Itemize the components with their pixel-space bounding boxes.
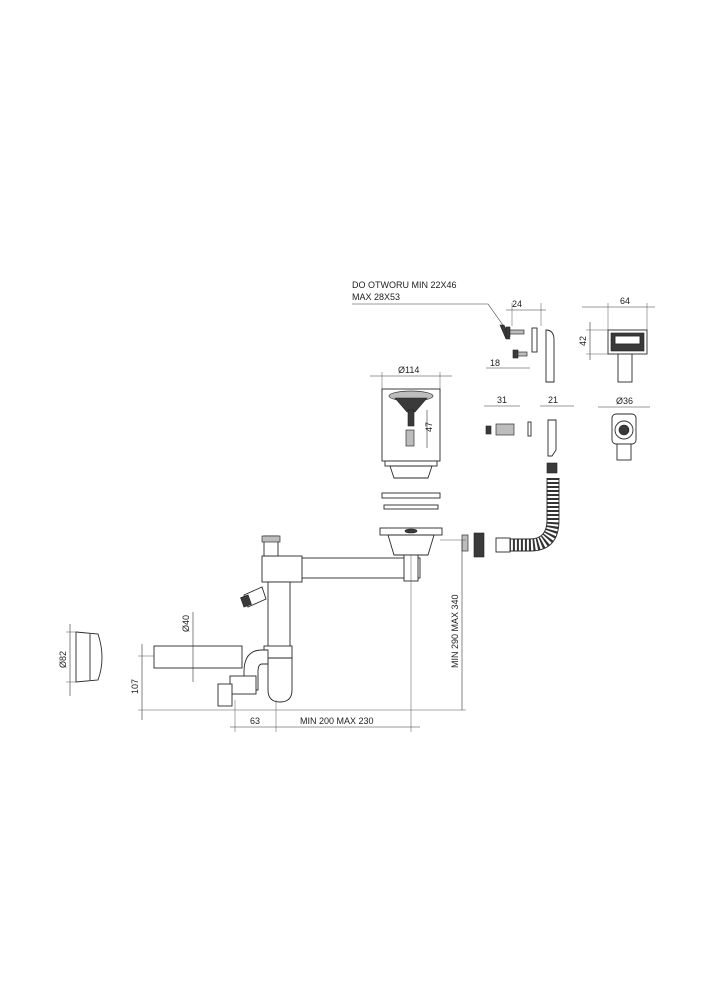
strainer-diameter-label: Ø114 — [398, 365, 419, 375]
strainer-stem-label: 47 — [424, 422, 434, 432]
horizontal-branch-pipe — [299, 557, 421, 579]
hole-note-line1: DO OTWORU MIN 22X46 — [352, 280, 457, 290]
outlet-nut — [229, 675, 257, 695]
strainer-outlet — [387, 534, 435, 556]
screw-shaft — [517, 351, 528, 357]
strainer-washer-1 — [381, 492, 441, 499]
strainer-ring-bottom — [389, 465, 433, 479]
overflow-hose — [461, 478, 560, 558]
overflow-gasket — [531, 327, 538, 353]
trap-assembly: Ø40 — [153, 535, 421, 707]
plug-nut — [546, 462, 558, 474]
nut-and-plug: 31 21 — [484, 395, 574, 474]
connector-hole — [618, 424, 630, 436]
overflow-width-label: 24 — [512, 299, 522, 309]
plug-body — [547, 419, 557, 457]
overflow-box-width-label: 64 — [620, 296, 630, 306]
screw-head — [512, 349, 519, 359]
hose-washer — [461, 534, 469, 552]
strainer-cone — [394, 397, 428, 413]
strainer-stem-bottom — [405, 429, 415, 447]
overflow-housing — [545, 329, 555, 383]
hole-note-leader — [352, 303, 506, 329]
cap-diameter-label: Ø82 — [58, 651, 68, 668]
strainer-basket: Ø114 47 — [370, 365, 452, 556]
overall-dimensions: 107 MIN 290 MAX 340 63 MIN 200 MAX 230 — [130, 539, 466, 732]
horizontal-range-label: MIN 200 MAX 230 — [300, 716, 374, 726]
end-cap: Ø82 — [58, 624, 103, 696]
outlet-pipe — [153, 645, 243, 669]
strainer-stem-top — [407, 409, 415, 427]
vertical-range-label: MIN 290 MAX 340 — [450, 594, 460, 668]
connector-spigot — [616, 443, 632, 461]
hose-inner-edge — [510, 478, 548, 540]
nut-width-label: 31 — [497, 395, 507, 405]
trap-offset-label: 63 — [250, 716, 260, 726]
strainer-washer-2 — [383, 504, 439, 510]
outlet-elbow — [217, 683, 233, 707]
nut-thread — [495, 423, 515, 436]
outlet-height-label: 107 — [130, 679, 140, 694]
trap-bottle — [267, 657, 293, 703]
plug-width-label: 21 — [548, 395, 558, 405]
overflow-box: 64 42 — [578, 296, 655, 383]
connector: Ø36 — [598, 396, 650, 461]
tee-fitting — [261, 555, 303, 583]
pipe-diameter-label: Ø40 — [181, 615, 191, 632]
end-cap-body — [75, 631, 103, 683]
overflow-box-window — [614, 335, 641, 345]
hose-corrugation — [510, 478, 559, 551]
strainer-ring-top — [384, 460, 438, 467]
screw-length-label: 18 — [490, 358, 500, 368]
overflow-bolt-head — [505, 326, 511, 338]
nut-small — [485, 425, 492, 435]
trap-vertical-pipe — [267, 581, 291, 649]
hose-end-fitting — [495, 537, 511, 553]
hole-note-line2: MAX 28X53 — [352, 292, 400, 302]
side-connector-nut — [240, 594, 252, 608]
hose-outer-edge — [510, 478, 560, 552]
tee-top-ring — [261, 535, 281, 543]
overflow-box-pipe — [617, 353, 633, 383]
connector-diameter-label: Ø36 — [616, 396, 633, 406]
hole-note: DO OTWORU MIN 22X46 MAX 28X53 — [352, 280, 506, 329]
overflow-cover-parts: 24 18 — [486, 299, 555, 383]
overflow-box-height-label: 42 — [578, 336, 588, 346]
strainer-center-screw — [404, 528, 418, 534]
plug-washer — [527, 421, 532, 437]
hose-nut — [473, 532, 485, 558]
